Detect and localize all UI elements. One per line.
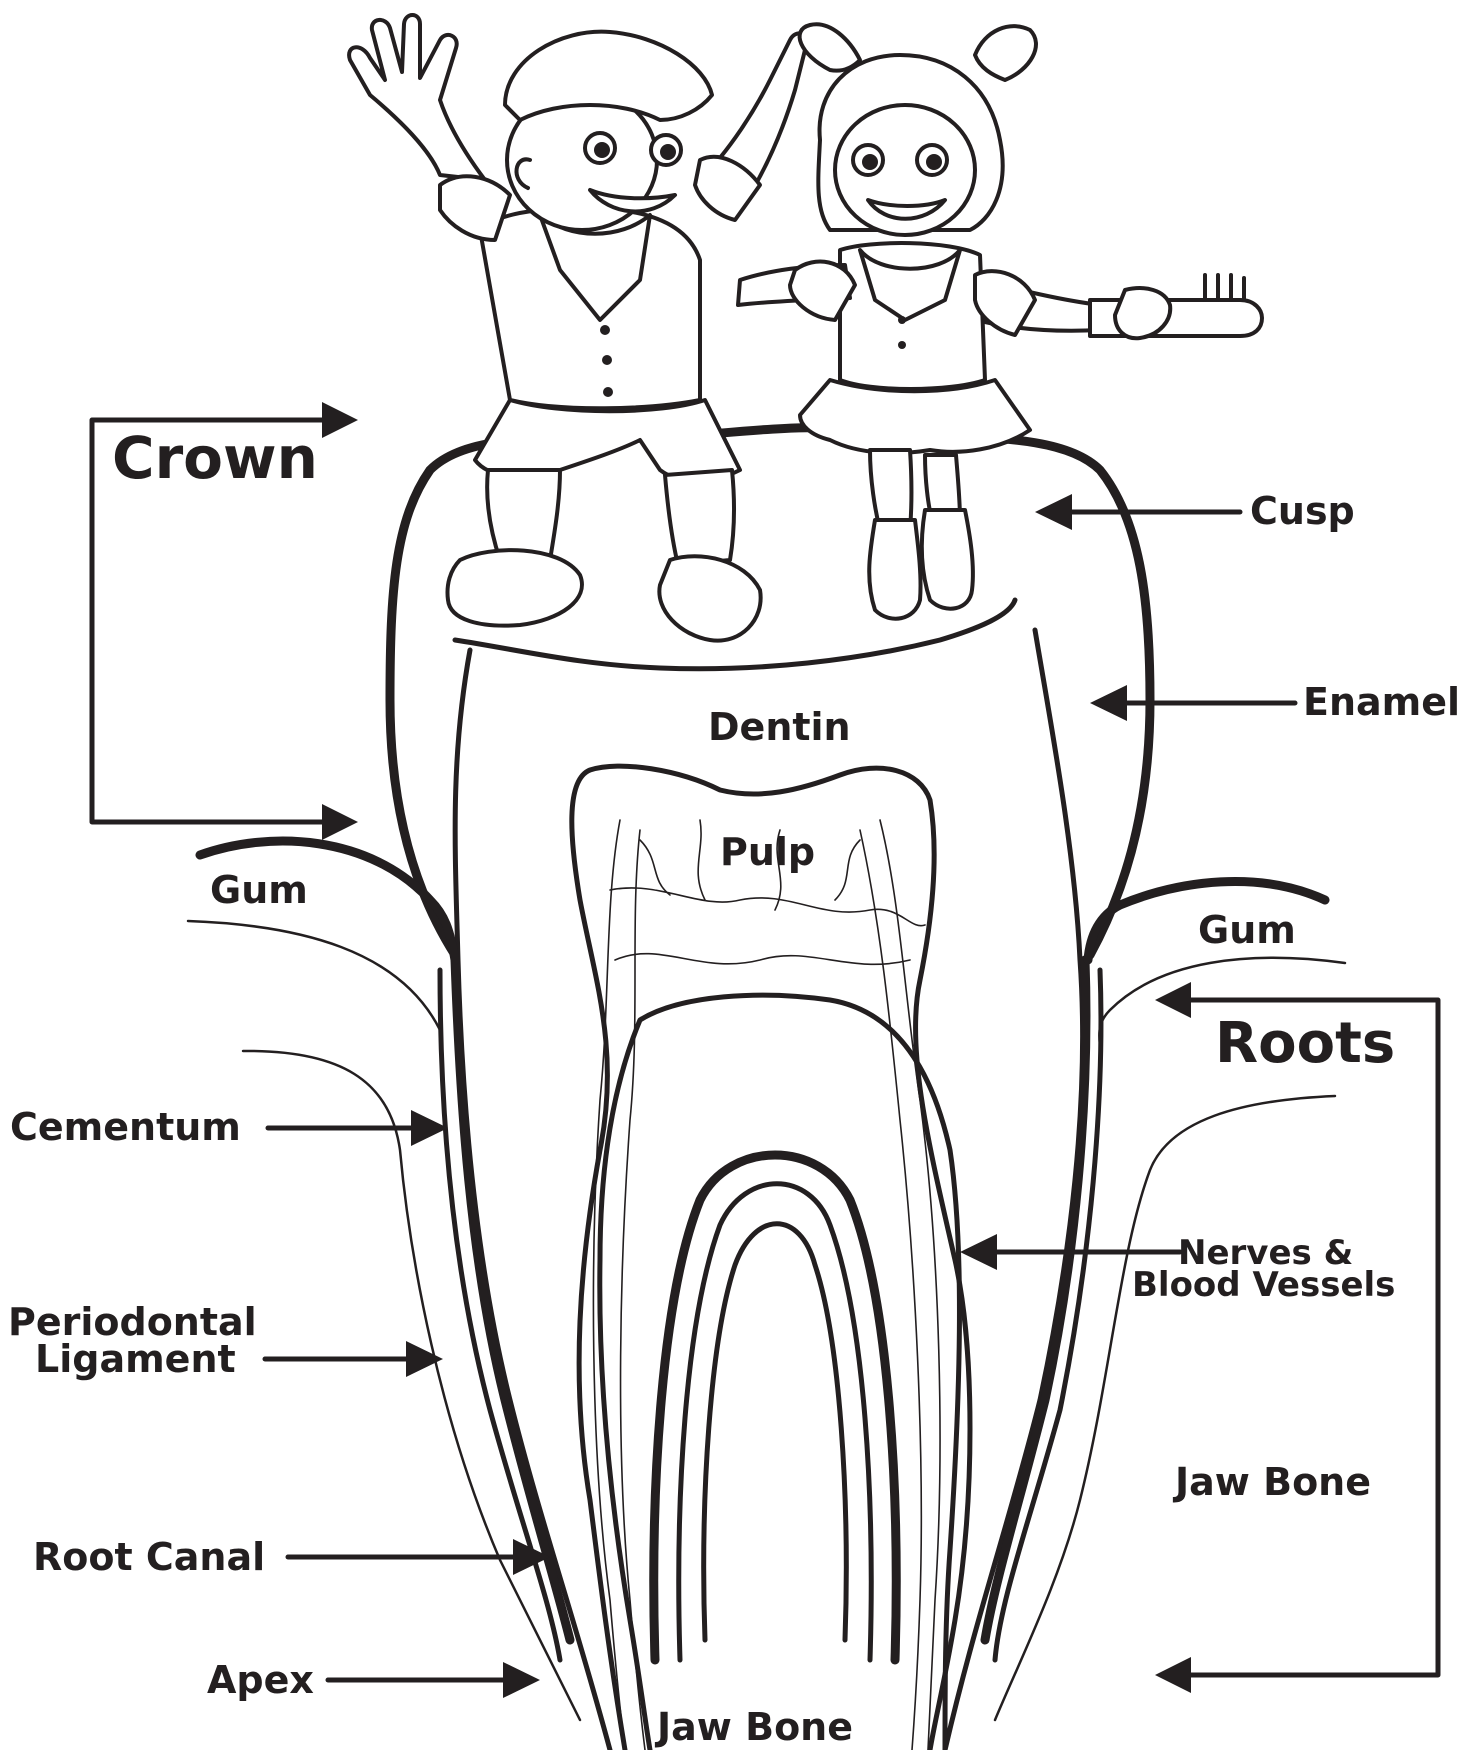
label-jaw-bone-right: Jaw Bone — [1172, 1460, 1371, 1504]
label-apex: Apex — [207, 1658, 314, 1702]
label-roots: Roots — [1215, 1011, 1395, 1076]
gum-left-thin — [188, 921, 440, 1030]
roots-bracket — [1155, 982, 1438, 1693]
label-gum-right: Gum — [1198, 908, 1296, 952]
label-enamel: Enamel — [1303, 680, 1460, 724]
jaw-bone-inner-thick — [654, 1155, 896, 1660]
label-cementum: Cementum — [10, 1105, 241, 1149]
label-jaw-bone-bottom: Jaw Bone — [654, 1705, 853, 1749]
label-root-canal: Root Canal — [33, 1535, 265, 1579]
pulp-chamber — [572, 766, 970, 1750]
dentin-outline — [455, 630, 1082, 1750]
label-pulp: Pulp — [720, 830, 815, 874]
label-periodontal-line2: Ligament — [35, 1337, 236, 1381]
label-dentin: Dentin — [708, 705, 851, 749]
girl-cartoon — [738, 24, 1262, 618]
label-nerves-line2: Blood Vessels — [1132, 1265, 1395, 1305]
label-crown: Crown — [112, 424, 318, 492]
nerves-blood-vessels — [593, 820, 940, 1750]
jaw-bone-outer — [243, 1051, 1335, 1720]
toothbrush-icon — [1090, 275, 1262, 338]
label-cusp: Cusp — [1250, 489, 1355, 533]
label-gum-left: Gum — [210, 868, 308, 912]
boy-cartoon — [349, 15, 807, 641]
label-arrows — [265, 494, 1295, 1698]
jaw-bone-inner-thin — [704, 1224, 847, 1640]
